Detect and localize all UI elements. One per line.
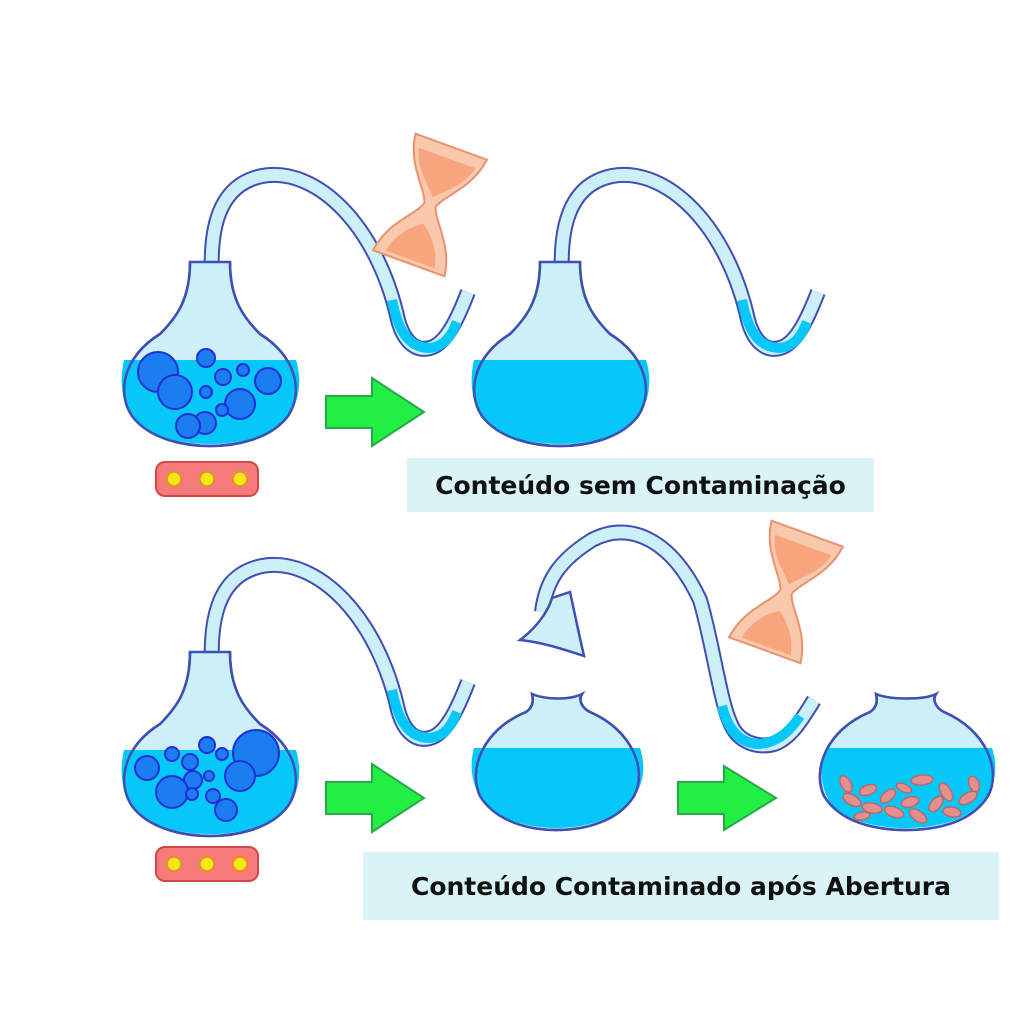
boiling-bubbles [137,348,282,439]
flask-5-contaminated [818,690,996,832]
arrow-right-icon [325,762,426,834]
flask-4-opened [471,524,821,832]
flask-3-heated [121,565,468,838]
heater-icon [155,461,259,497]
arrow-right-icon [677,764,778,832]
broken-neck-icon [516,524,821,754]
flask-2-sterile [471,175,818,448]
boiling-bubbles [134,729,280,822]
hourglass-icon [371,132,489,278]
microbe-icon [839,774,981,824]
flask-1-heated [121,175,468,448]
caption-contaminated-after-opening: Conteúdo Contaminado após Abertura [363,852,999,920]
hourglass-icon [727,519,845,665]
caption-no-contamination: Conteúdo sem Contaminação [407,458,874,512]
arrow-right-icon [325,376,426,448]
heater-icon [155,846,259,882]
